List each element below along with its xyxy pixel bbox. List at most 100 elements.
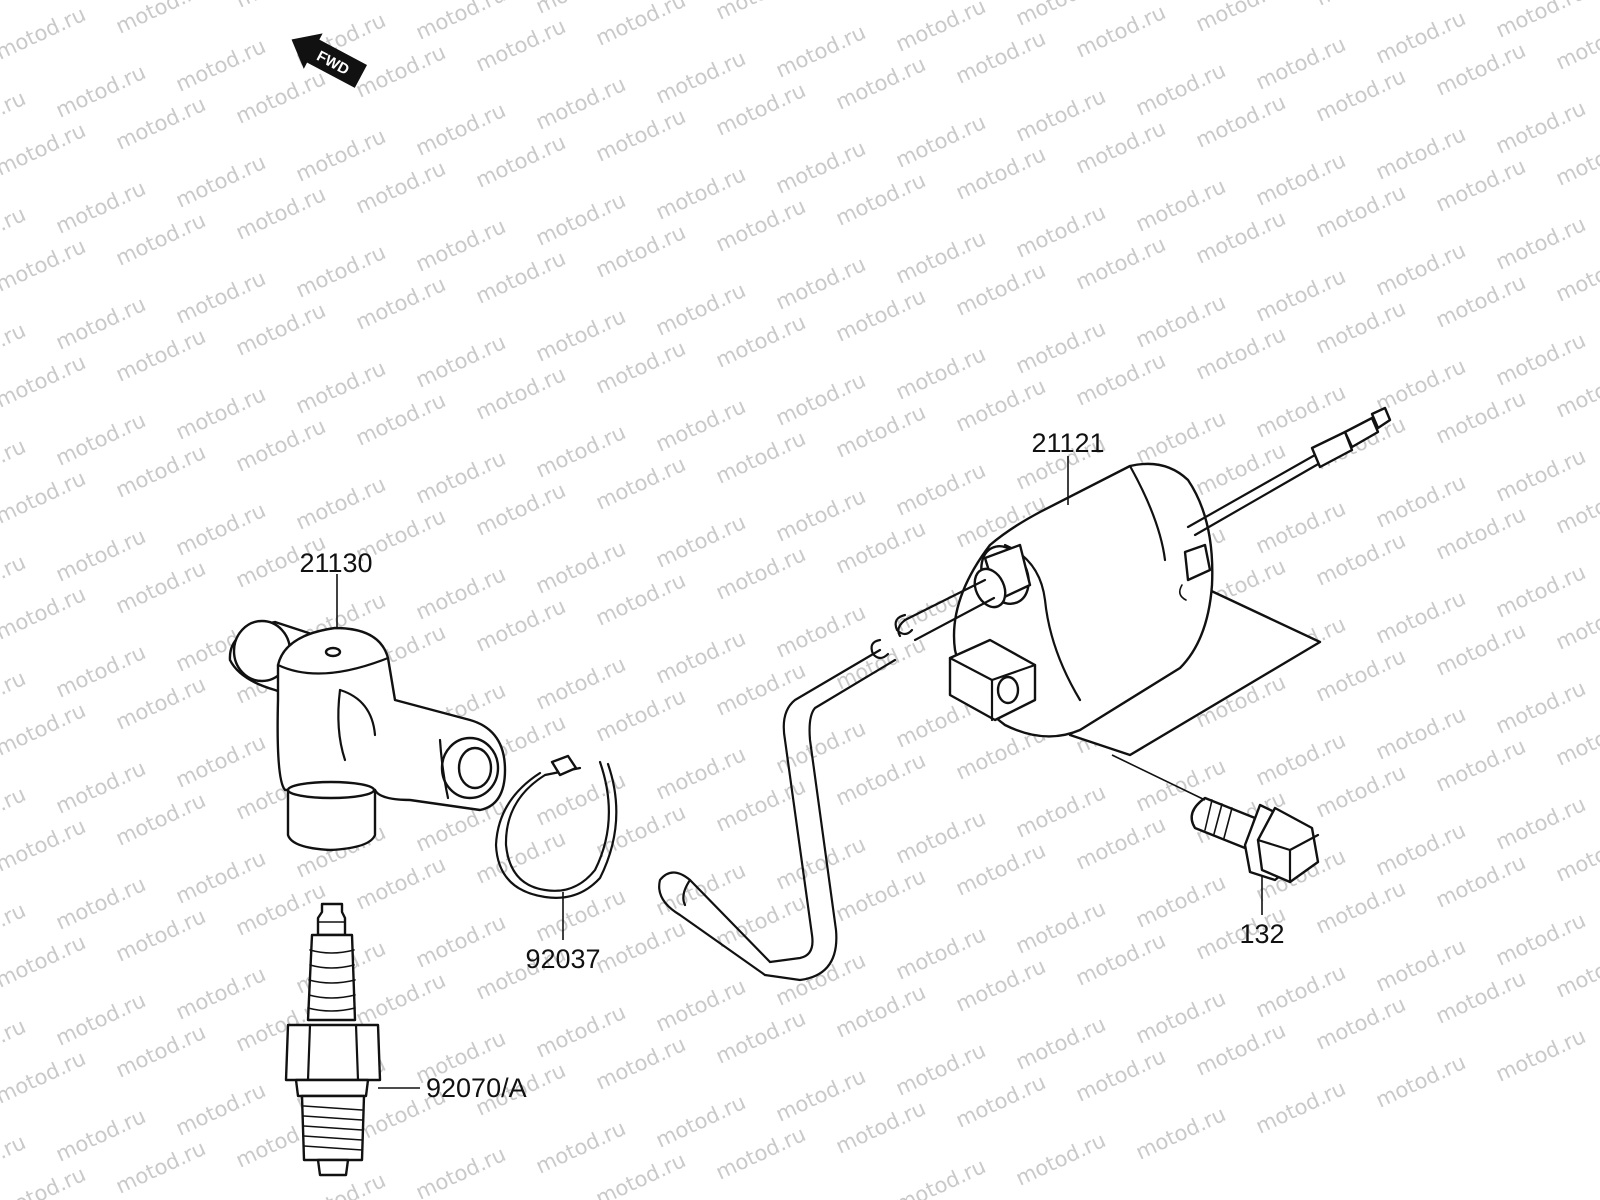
watermark-text: motod.ru xyxy=(1432,386,1529,448)
watermark-text: motod.ru xyxy=(952,954,1049,1016)
watermark-text: motod.ru xyxy=(772,832,869,894)
watermark-text: motod.ru xyxy=(412,98,509,160)
watermark-text: motod.ru xyxy=(1192,90,1289,152)
watermark-text: motod.ru xyxy=(0,202,29,264)
watermark-text: motod.ru xyxy=(1252,264,1349,326)
watermark-text: motod.ru xyxy=(0,234,89,296)
watermark-text: motod.ru xyxy=(232,414,329,476)
watermark-text: motod.ru xyxy=(172,730,269,792)
watermark-text: motod.ru xyxy=(412,910,509,972)
watermark-text: motod.ru xyxy=(0,1014,29,1076)
watermark-text: motod.ru xyxy=(1132,870,1229,932)
watermark-text: motod.ru xyxy=(0,698,89,760)
watermark-text: motod.ru xyxy=(532,304,629,366)
watermark-text: motod.ru xyxy=(952,1070,1049,1132)
part-number-21121: 21121 xyxy=(1031,428,1104,458)
watermark-text: motod.ru xyxy=(532,1116,629,1178)
watermark-text: motod.ru xyxy=(1492,908,1589,970)
watermark-text: motod.ru xyxy=(112,556,209,618)
watermark-text: motod.ru xyxy=(952,838,1049,900)
watermark-text: motod.ru xyxy=(892,342,989,404)
ignition-coil[interactable] xyxy=(897,406,1392,757)
watermark-text: motod.ru xyxy=(592,452,689,514)
watermark-text: motod.ru xyxy=(232,878,329,940)
watermark-text: motod.ru xyxy=(412,214,509,276)
watermark-text: motod.ru xyxy=(652,626,749,688)
watermark-text: motod.ru xyxy=(1072,232,1169,294)
watermark-text: motod.ru xyxy=(172,498,269,560)
watermark-text: motod.ru xyxy=(652,162,749,224)
watermark-text: motod.ru xyxy=(832,516,929,578)
watermark-text: motod.ru xyxy=(1432,734,1529,796)
watermark-text: motod.ru xyxy=(1372,702,1469,764)
watermark-text: motod.ru xyxy=(832,632,929,694)
watermark-text: motod.ru xyxy=(1492,444,1589,506)
watermark-text: motod.ru xyxy=(1132,406,1229,468)
watermark-text: motod.ru xyxy=(0,350,89,412)
watermark-text: motod.ru xyxy=(232,66,329,128)
watermark-text: motod.ru xyxy=(1312,644,1409,706)
watermark-text: motod.ru xyxy=(1312,180,1409,242)
watermark-text: motod.ru xyxy=(772,368,869,430)
watermark-text: motod.ru xyxy=(0,814,89,876)
watermark-text: motod.ru xyxy=(1252,32,1349,94)
watermark-text: motod.ru xyxy=(1132,1102,1229,1164)
watermark-text: motod.ru xyxy=(1072,812,1169,874)
watermark-text: motod.ru xyxy=(1492,328,1589,390)
watermark-text: motod.ru xyxy=(1552,128,1600,190)
watermark-text: motod.ru xyxy=(1012,200,1109,262)
watermark-text: motod.ru xyxy=(172,382,269,444)
watermark-text: motod.ru xyxy=(292,240,389,302)
watermark-text: motod.ru xyxy=(1012,1012,1109,1074)
watermark-text: motod.ru xyxy=(1492,676,1589,738)
watermark-text: motod.ru xyxy=(52,176,149,238)
watermark-text: motod.ru xyxy=(412,562,509,624)
watermark-text: motod.ru xyxy=(652,742,749,804)
watermark-text: motod.ru xyxy=(1132,58,1229,120)
bolt[interactable] xyxy=(1190,796,1320,884)
watermark-text: motod.ru xyxy=(832,168,929,230)
watermark-text: motod.ru xyxy=(952,258,1049,320)
watermark-text: motod.ru xyxy=(892,806,989,868)
watermark-text: motod.ru xyxy=(1252,496,1349,558)
watermark-text: motod.ru xyxy=(532,188,629,250)
watermark-text: motod.ru xyxy=(832,1096,929,1158)
watermark-text: motod.ru xyxy=(592,1032,689,1094)
watermark-text: motod.ru xyxy=(772,20,869,82)
watermark-text: motod.ru xyxy=(0,318,29,380)
watermark-text: motod.ru xyxy=(472,130,569,192)
watermark-text: motod.ru xyxy=(172,266,269,328)
part-number-92037: 92037 xyxy=(525,944,600,974)
watermark-text: motod.ru xyxy=(352,156,449,218)
watermark-text: motod.ru xyxy=(592,916,689,978)
watermark-text: motod.ru xyxy=(832,284,929,346)
watermark-text: motod.ru xyxy=(1012,1128,1109,1190)
watermark-text: motod.ru xyxy=(0,2,89,64)
watermark-text: motod.ru xyxy=(1132,174,1229,236)
watermark-text: motod.ru xyxy=(952,142,1049,204)
watermark-text: motod.ru xyxy=(1552,12,1600,74)
watermark-text: motod.ru xyxy=(1192,0,1289,37)
watermark-text: motod.ru xyxy=(52,524,149,586)
band-clamp[interactable] xyxy=(494,754,618,899)
watermark-text: motod.ru xyxy=(0,118,89,180)
watermark-text: motod.ru xyxy=(1252,728,1349,790)
watermark-text: motod.ru xyxy=(652,510,749,572)
watermark-text: motod.ru xyxy=(712,310,809,372)
watermark-text: motod.ru xyxy=(772,1064,869,1126)
watermark-text: motod.ru xyxy=(172,846,269,908)
watermark-text: motod.ru xyxy=(1252,960,1349,1022)
watermark-text: motod.ru xyxy=(1432,618,1529,680)
watermark-text: motod.ru xyxy=(472,14,569,76)
watermark-text: motod.ru xyxy=(712,78,809,140)
watermark-text: motod.ru xyxy=(1072,928,1169,990)
ht-lead xyxy=(658,613,914,982)
watermark-text: motod.ru xyxy=(532,652,629,714)
watermark-text: motod.ru xyxy=(1432,966,1529,1028)
plug-cap[interactable] xyxy=(228,619,507,852)
watermark-text: motod.ru xyxy=(472,362,569,424)
watermark-text: motod.ru xyxy=(1432,502,1529,564)
watermark-text: motod.ru xyxy=(112,92,209,154)
watermark-text: motod.ru xyxy=(412,446,509,508)
spark-plug[interactable] xyxy=(284,902,382,1177)
